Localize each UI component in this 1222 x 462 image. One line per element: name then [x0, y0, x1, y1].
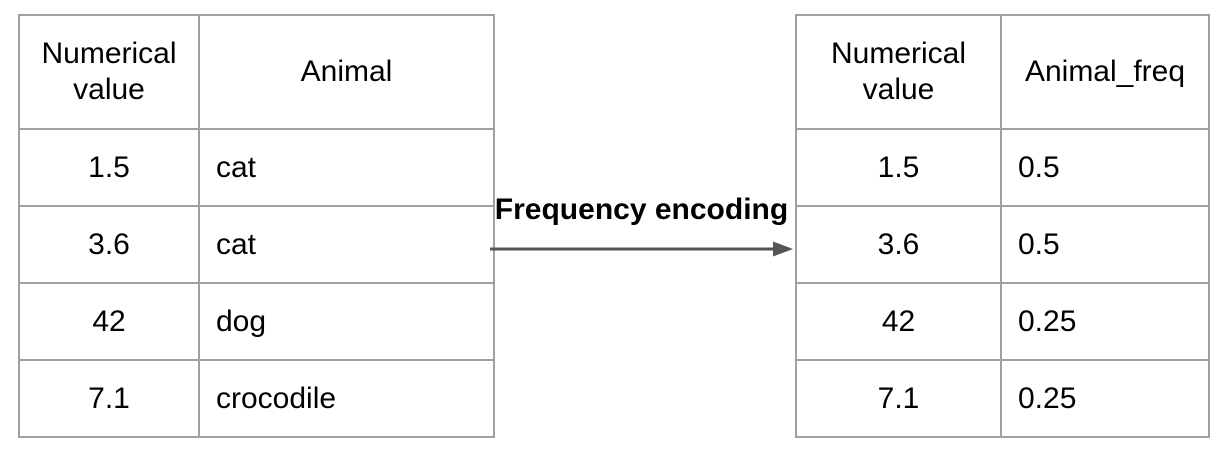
- cell-numerical-value: 3.6: [795, 205, 1002, 284]
- cell-numerical-value: 7.1: [795, 359, 1002, 438]
- cell-animal-freq: 0.25: [1000, 282, 1210, 361]
- table-row: 7.1 0.25: [795, 359, 1210, 438]
- cell-animal: cat: [198, 205, 495, 284]
- cell-animal-freq: 0.5: [1000, 128, 1210, 207]
- cell-animal: dog: [198, 282, 495, 361]
- input-table-header-numerical-value: Numerical value: [18, 14, 200, 130]
- output-table-header-row: Numerical value Animal_freq: [795, 14, 1210, 130]
- table-row: 42 0.25: [795, 282, 1210, 361]
- cell-animal-freq: 0.5: [1000, 205, 1210, 284]
- arrow-label: Frequency encoding: [494, 193, 789, 226]
- right-arrow-icon: [490, 241, 793, 257]
- output-table-header-animal-freq: Animal_freq: [1000, 14, 1210, 130]
- cell-numerical-value: 42: [18, 282, 200, 361]
- cell-animal-freq: 0.25: [1000, 359, 1210, 438]
- cell-animal: crocodile: [198, 359, 495, 438]
- input-table: Numerical value Animal 1.5 cat 3.6 cat 4…: [18, 14, 495, 438]
- table-row: 42 dog: [18, 282, 495, 361]
- transformation-arrow-group: Frequency encoding: [490, 193, 793, 257]
- column-header-label: Numerical value: [41, 37, 177, 106]
- cell-numerical-value: 1.5: [18, 128, 200, 207]
- output-table-header-numerical-value: Numerical value: [795, 14, 1002, 130]
- table-row: 1.5 0.5: [795, 128, 1210, 207]
- input-table-header-row: Numerical value Animal: [18, 14, 495, 130]
- table-row: 3.6 cat: [18, 205, 495, 284]
- cell-numerical-value: 1.5: [795, 128, 1002, 207]
- cell-numerical-value: 7.1: [18, 359, 200, 438]
- table-row: 1.5 cat: [18, 128, 495, 207]
- input-table-header-animal: Animal: [198, 14, 495, 130]
- column-header-label: Animal_freq: [1024, 55, 1186, 88]
- cell-animal: cat: [198, 128, 495, 207]
- cell-numerical-value: 42: [795, 282, 1002, 361]
- table-row: 3.6 0.5: [795, 205, 1210, 284]
- column-header-label: Animal: [300, 55, 393, 88]
- column-header-label: Numerical value: [830, 37, 967, 106]
- output-table: Numerical value Animal_freq 1.5 0.5 3.6 …: [795, 14, 1210, 438]
- cell-numerical-value: 3.6: [18, 205, 200, 284]
- table-row: 7.1 crocodile: [18, 359, 495, 438]
